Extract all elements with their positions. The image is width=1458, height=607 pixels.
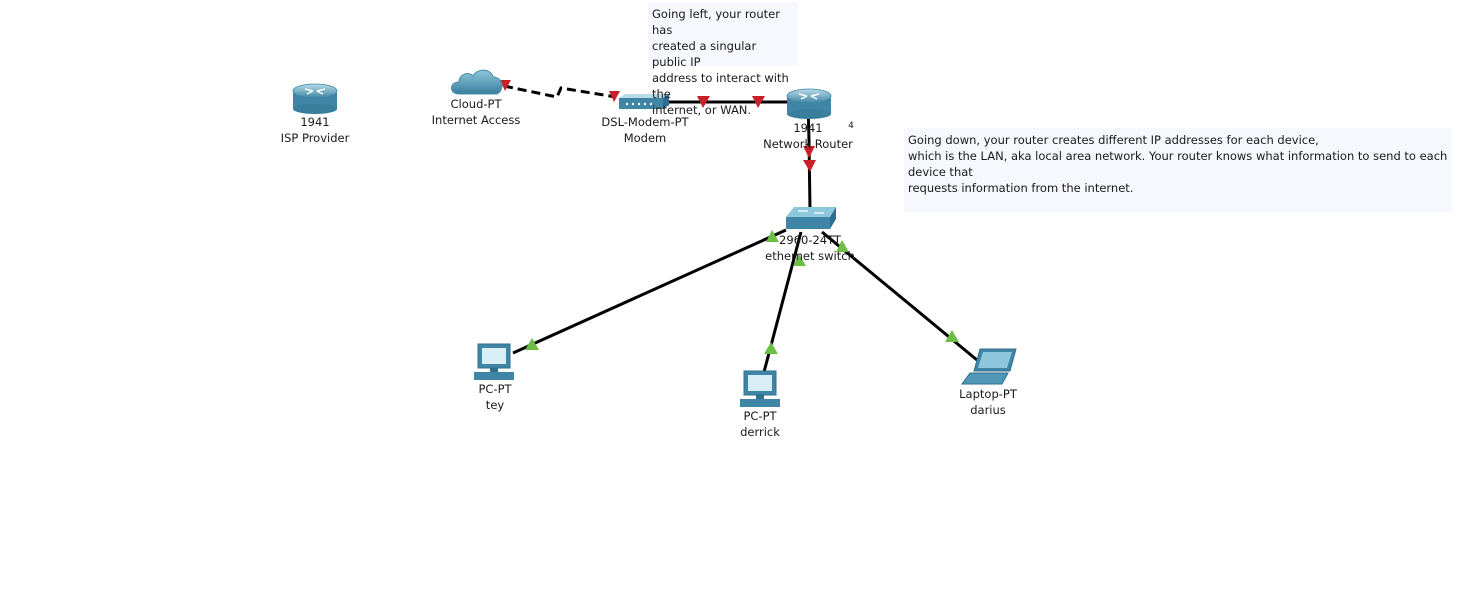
link-up-indicator (836, 240, 849, 252)
device-model: PC-PT (478, 382, 512, 396)
link-up-indicator (764, 342, 778, 354)
device-name: Network Router (763, 137, 853, 151)
cable-cloud-modem[interactable] (503, 84, 617, 99)
device-label-pc-tey: PC-PT tey (478, 381, 511, 413)
cable-switch-tey[interactable] (512, 228, 787, 355)
laptop-icon[interactable] (961, 348, 1017, 385)
link-down-indicator (697, 96, 710, 108)
switch-icon[interactable] (786, 207, 836, 229)
device-label-router: 1941 Network Router (763, 120, 853, 152)
stray-mark: 4 (848, 121, 854, 131)
device-model: Laptop-PT (959, 387, 1017, 401)
device-label-modem: DSL-Modem-PT Modem (601, 114, 688, 146)
link-up-indicator (793, 254, 806, 266)
device-model: PC-PT (743, 409, 777, 423)
device-model: Cloud-PT (450, 97, 502, 111)
link-up-indicator (525, 338, 539, 350)
device-label-isp: 1941 ISP Provider (281, 114, 350, 146)
device-name: Internet Access (431, 113, 521, 127)
router-icon[interactable] (786, 88, 832, 119)
link-down-indicator (500, 80, 511, 91)
link-down-indicator (752, 96, 765, 108)
device-label-pc-derrick: PC-PT derrick (740, 408, 780, 440)
link-down-indicator (803, 146, 815, 158)
device-name: derrick (740, 425, 780, 439)
device-model: DSL-Modem-PT (601, 115, 689, 129)
device-model: 1941 (300, 115, 330, 129)
link-down-indicator (609, 91, 620, 102)
device-model: 1941 (793, 121, 823, 135)
device-name: Modem (623, 131, 667, 145)
device-model: 2960-24TT (779, 233, 841, 247)
dsl-modem-icon[interactable] (619, 94, 669, 109)
link-indicators (500, 80, 959, 354)
link-down-indicator (803, 160, 816, 172)
link-up-indicator (945, 330, 959, 342)
device-label-switch: 2960-24TT ethernet switch (765, 232, 855, 264)
device-name: tey (485, 398, 505, 412)
annotation-note-wan: Going left, your router has created a si… (648, 2, 798, 117)
desktop-pc-icon[interactable] (740, 370, 780, 407)
annotation-note-lan: Going down, your router creates differen… (904, 128, 1452, 212)
desktop-pc-icon[interactable] (474, 343, 514, 380)
device-label-laptop-darius: Laptop-PT darius (959, 386, 1017, 418)
device-name: ethernet switch (765, 249, 855, 263)
router-icon[interactable] (292, 83, 338, 114)
device-name: ISP Provider (280, 131, 350, 145)
device-name: darius (970, 403, 1006, 417)
device-label-cloud: Cloud-PT Internet Access (432, 96, 521, 128)
link-up-indicator (766, 230, 779, 242)
cloud-icon[interactable] (451, 69, 503, 95)
